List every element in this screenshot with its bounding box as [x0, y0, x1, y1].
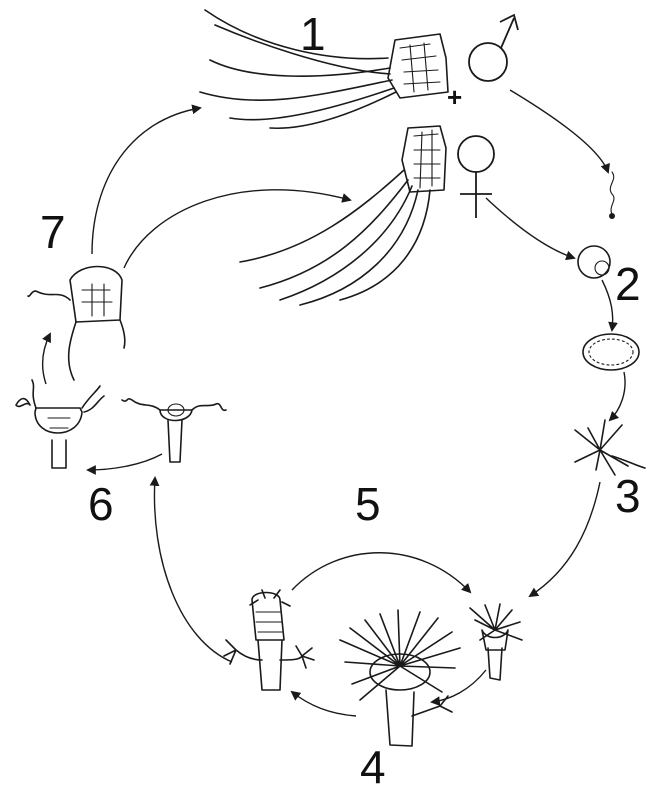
arrow-budding-to-young-polyp — [292, 553, 470, 592]
mature-polyp-icon — [340, 610, 460, 746]
arrow-budding-to-metamorphosing — [154, 478, 232, 662]
arrow-young-jelly-to-male — [92, 108, 200, 254]
stage-label-2: 2 — [615, 258, 641, 310]
stage-label-4: 4 — [360, 741, 386, 791]
egg-cell-icon — [578, 246, 610, 278]
sperm-icon — [609, 172, 615, 219]
young-polyp-icon — [470, 604, 522, 680]
arrow-planula-to-polyp — [610, 372, 625, 420]
arrow-young-jelly-to-female — [124, 190, 350, 268]
arrow-female-to-egg — [486, 198, 574, 258]
primary-polyp-icon — [575, 420, 645, 475]
stage-label-3: 3 — [615, 470, 641, 522]
budding-polyp-icon — [224, 590, 314, 690]
female-box-jellyfish-icon — [240, 126, 446, 305]
arrow-polyp-to-young-jelly — [43, 334, 50, 384]
arrow-egg-to-planula — [602, 280, 613, 330]
male-symbol-icon — [469, 15, 518, 81]
stage-label-7: 7 — [40, 206, 66, 258]
arrow-male-to-sperm — [510, 90, 608, 172]
stage-label-6: 6 — [88, 478, 114, 530]
metamorphosing-polyp-right-icon — [122, 399, 226, 462]
arrow-young-to-mature-polyp — [432, 670, 486, 702]
arrow-primary-to-young-polyp — [530, 482, 600, 596]
arrow-mature-to-budding-polyp — [292, 692, 356, 716]
metamorphosing-polyp-left-icon — [16, 380, 104, 468]
female-symbol-icon — [458, 136, 494, 218]
arrow-metamorphosing-right-to-left — [88, 454, 162, 470]
plus-sign: + — [447, 82, 462, 112]
planula-larva-icon — [583, 334, 639, 370]
stage-label-5: 5 — [355, 478, 381, 530]
